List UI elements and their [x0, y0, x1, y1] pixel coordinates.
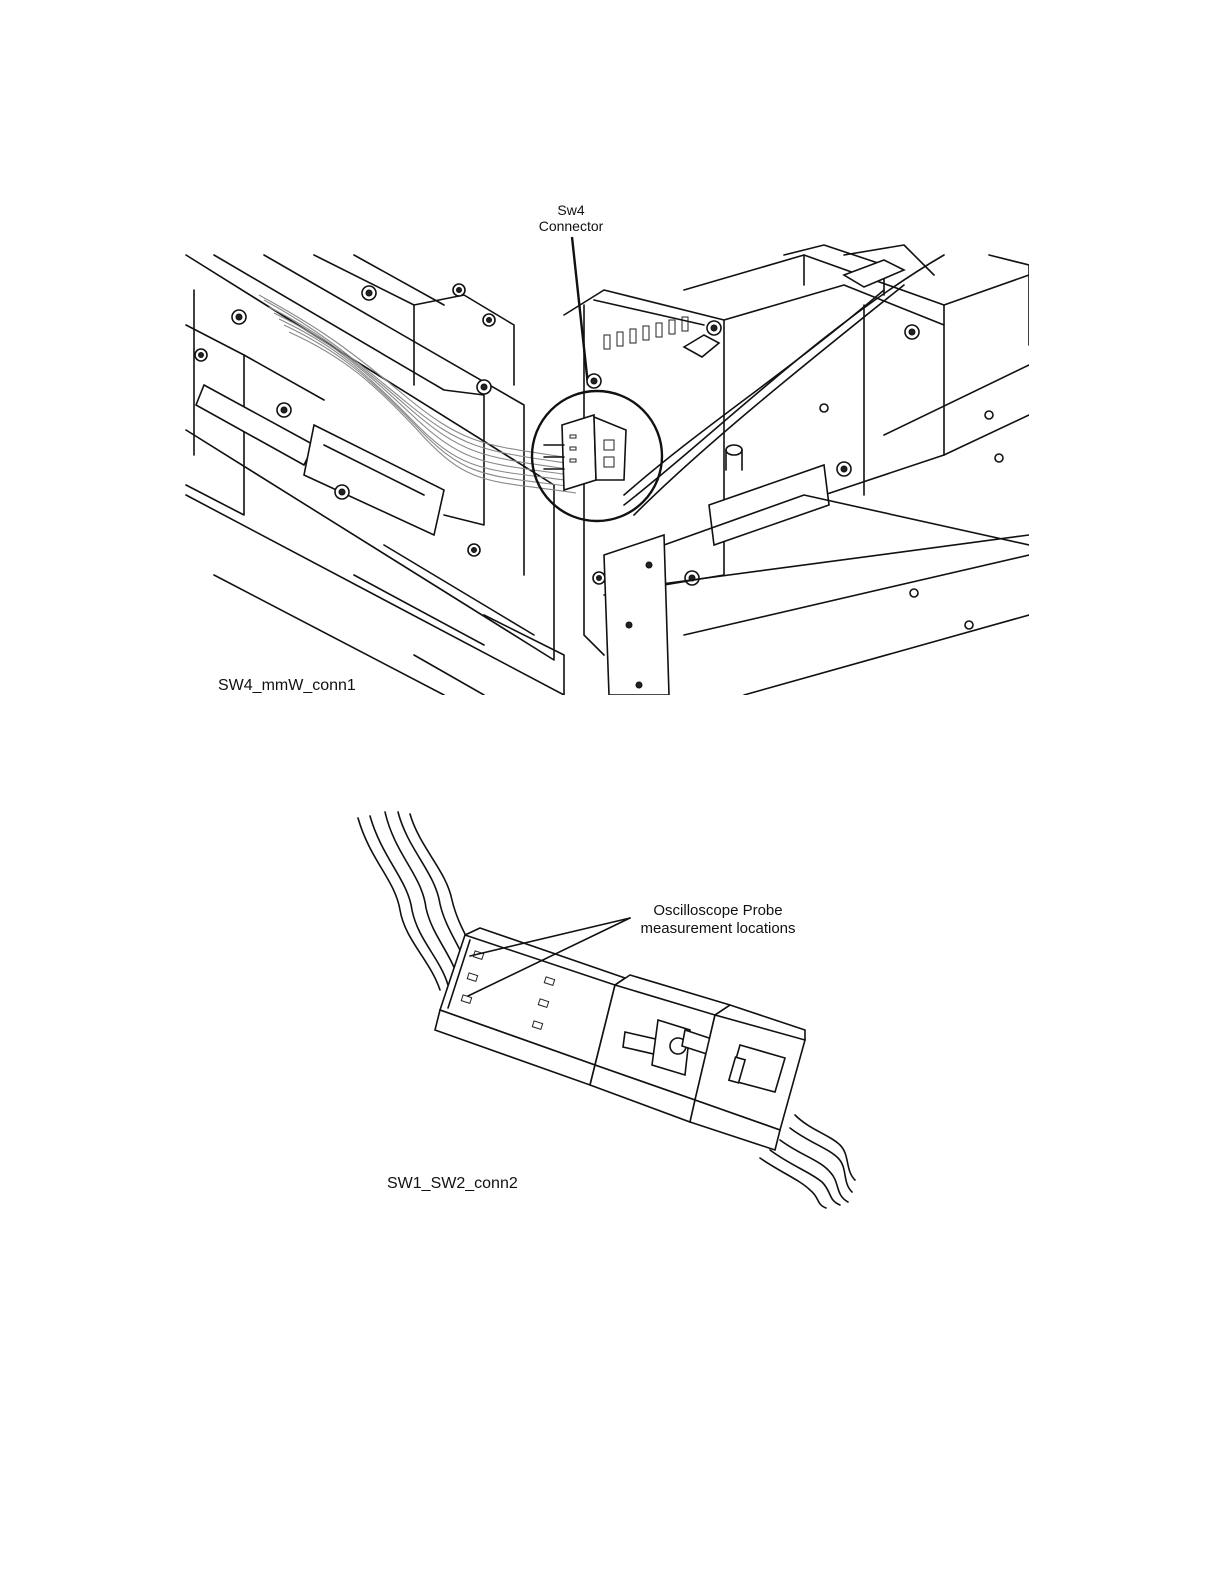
figure-caption: SW4_mmW_conn1 — [218, 677, 356, 694]
callout-probe-line2: measurement locations — [640, 920, 795, 937]
callout-sw4-line2: Connector — [539, 218, 604, 234]
callout-probe-line1: Oscilloscope Probe — [653, 902, 782, 919]
callout-sw4-line1: Sw4 — [557, 202, 584, 218]
figure-sw1-sw2-connector: Oscilloscope Probe measurement locations… — [340, 800, 870, 1210]
figure-caption: SW1_SW2_conn2 — [387, 1175, 518, 1192]
callout-line-1 — [470, 918, 630, 956]
figure-sw4-mmw-connector: Sw4 Connector — [184, 195, 1029, 695]
connector-housing — [435, 928, 805, 1150]
connector-closeup-illustration: Oscilloscope Probe measurement locations… — [340, 800, 870, 1210]
callout-leader-line — [572, 237, 588, 385]
chassis-drawing — [186, 245, 1029, 695]
chassis-illustration: Sw4 Connector — [184, 195, 1029, 695]
vent-slots — [604, 317, 688, 349]
